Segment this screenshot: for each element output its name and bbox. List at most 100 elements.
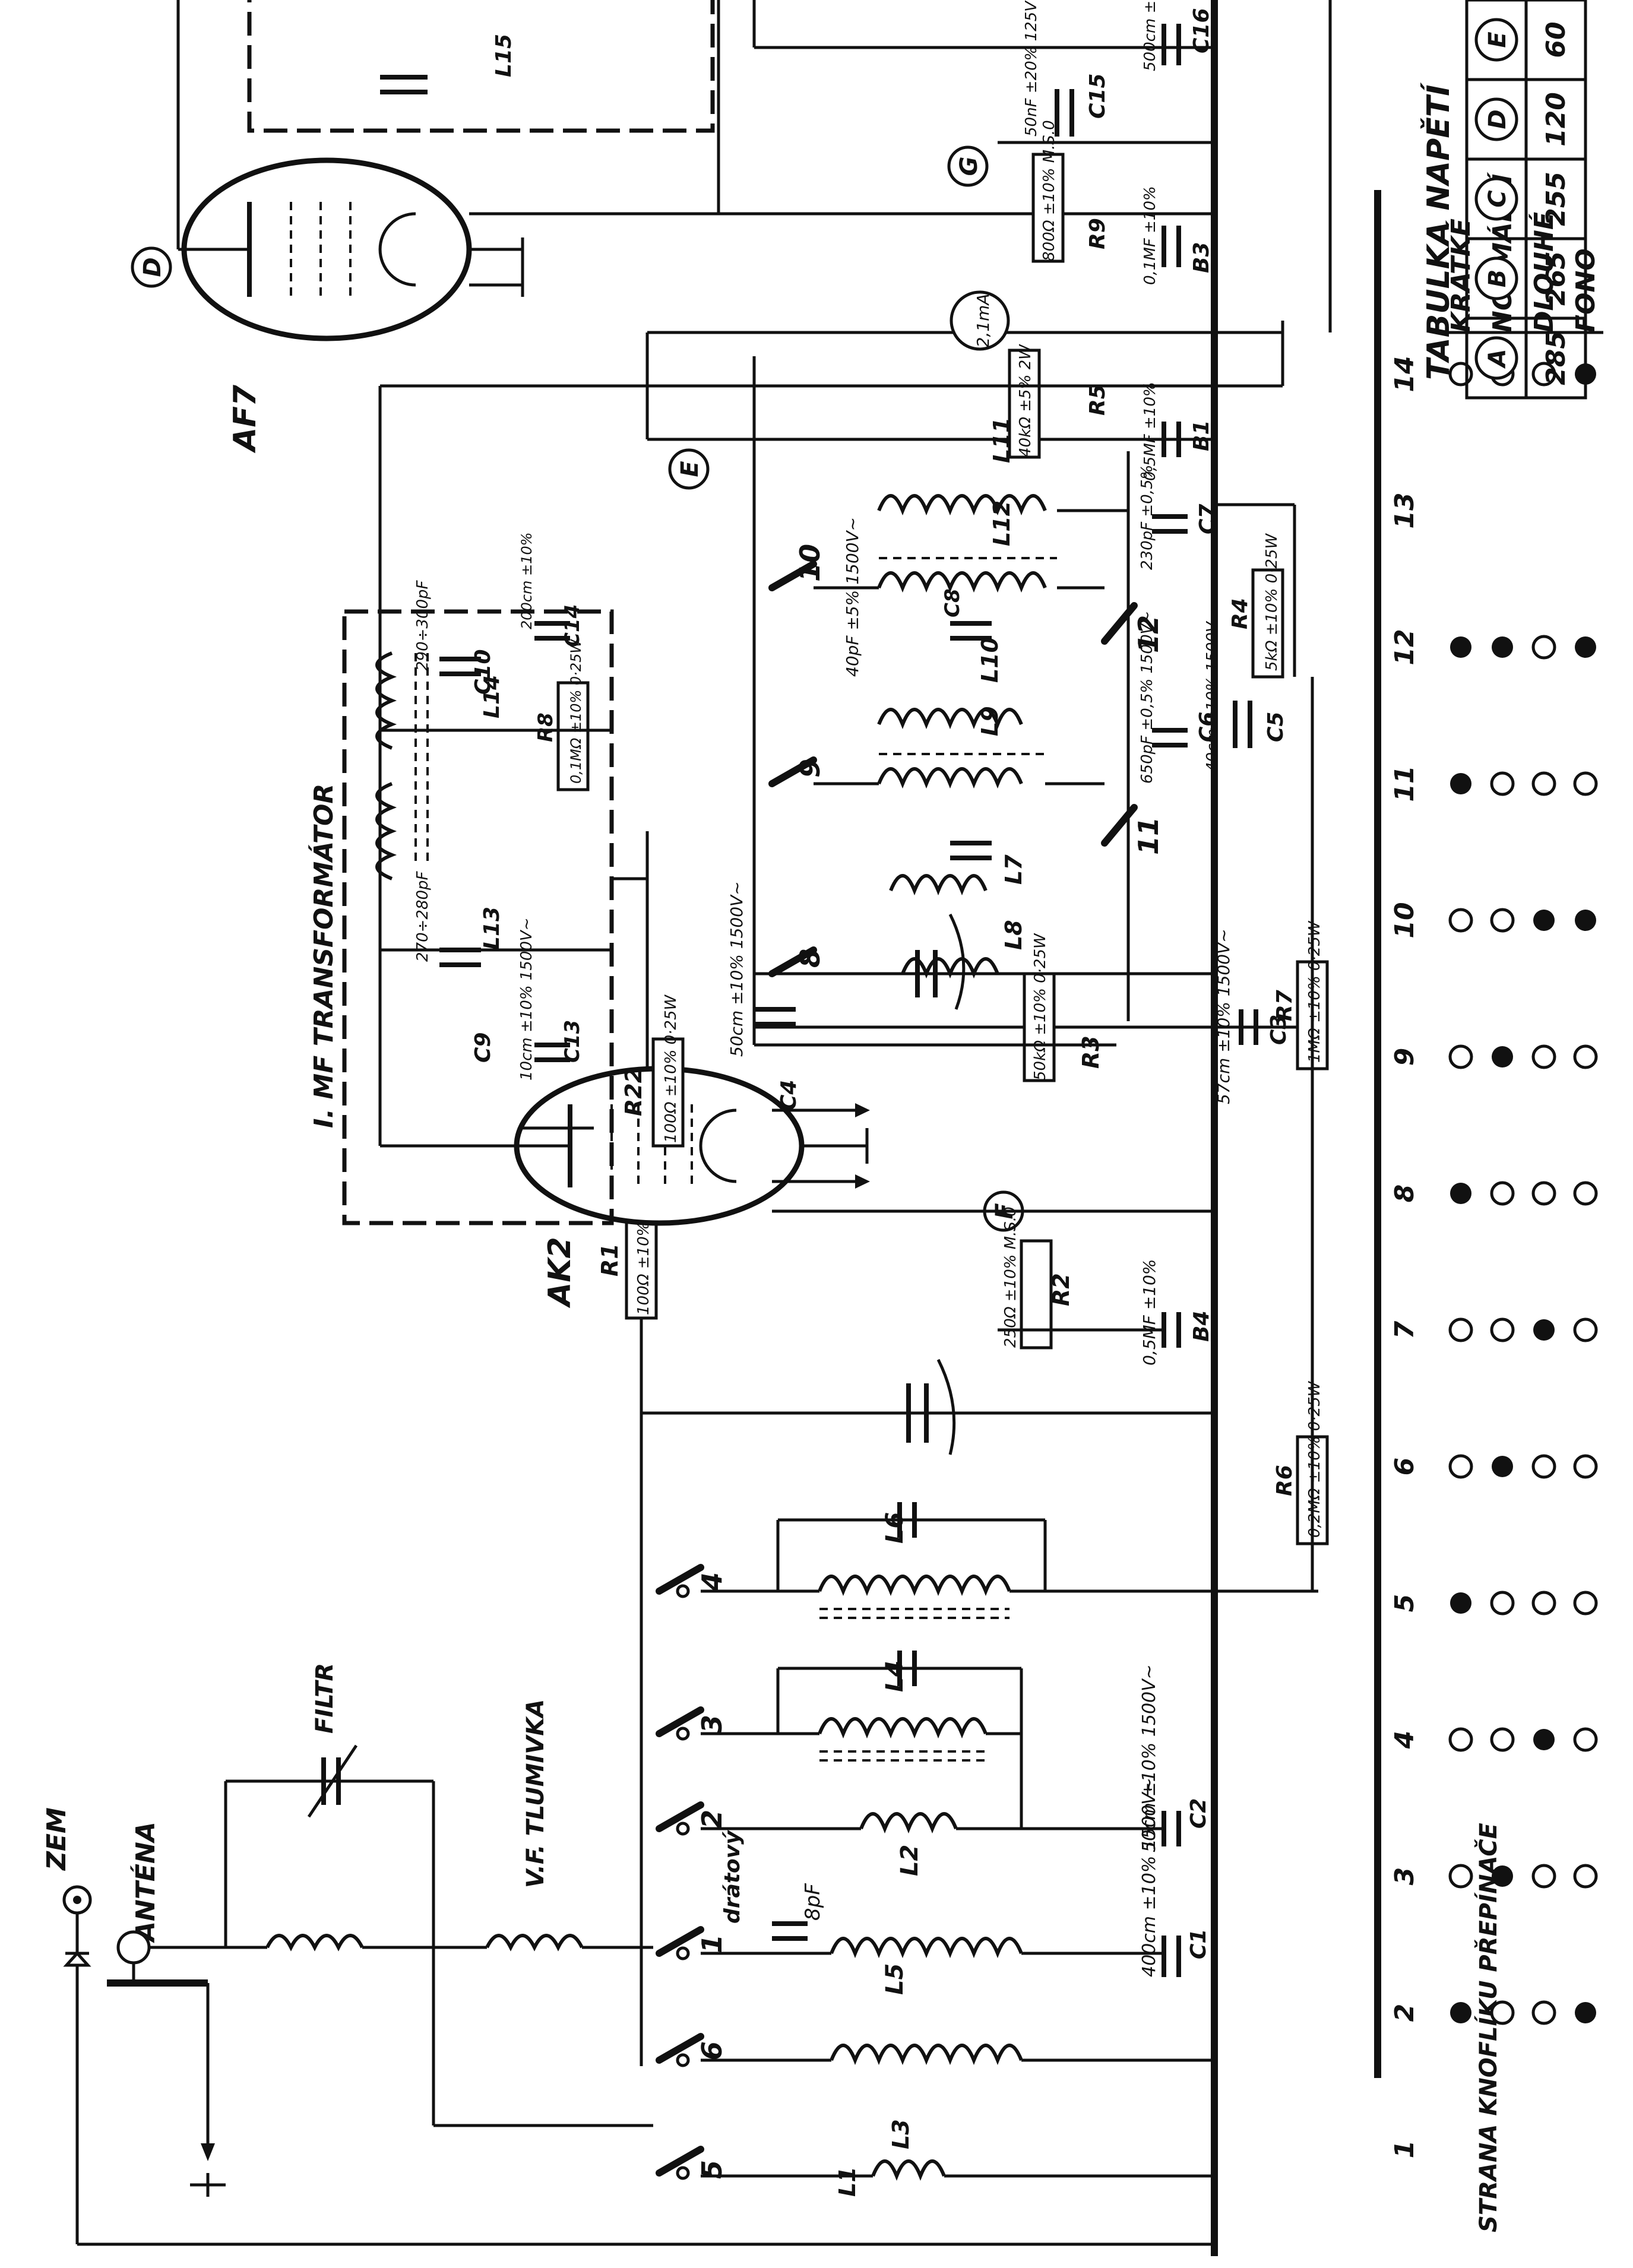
- switch-blade-2: [656, 1801, 704, 1832]
- svg-text:B4: B4: [1189, 1311, 1214, 1342]
- switch-state-dot: [1575, 2002, 1596, 2023]
- switch-blade-8: [768, 946, 817, 977]
- voltage-value-B: 265: [1541, 251, 1571, 306]
- voltage-value-A: 285: [1541, 331, 1571, 385]
- voltage-table-title: TABULKA NAPĚTÍ: [1420, 82, 1457, 380]
- vf-choke: V.F. TLUMIVKA: [433, 1699, 653, 1952]
- switch-state-dot: [1450, 1592, 1471, 1614]
- svg-text:C5: C5: [1264, 712, 1288, 742]
- switch-state-dot: [1531, 1181, 1556, 1206]
- switch-state-dot: [1448, 1864, 1473, 1889]
- coil-L8: [901, 957, 999, 979]
- svg-text:0,2MΩ ±10% 0·25W: 0,2MΩ ±10% 0·25W: [1306, 1380, 1324, 1538]
- switch-state-dot: [1531, 635, 1556, 660]
- svg-text:L1: L1: [834, 2166, 860, 2197]
- svg-text:500cm ±10% 1500V~: 500cm ±10% 1500V~: [1141, 0, 1159, 71]
- switch-table-col-8: 8: [1390, 1184, 1420, 1203]
- mf-transformator-label: I. MF TRANSFORMÁTOR: [308, 784, 339, 1128]
- switch-state-dot: [1448, 1317, 1473, 1342]
- caps-c1-c2: C1 400cm ±10% 1500V~ C2 50cm ±10% 1500V~: [1021, 1664, 1211, 1977]
- switch-label-9: 9: [794, 759, 826, 778]
- voltage-key-C: C: [1484, 190, 1511, 207]
- svg-text:0,5MF ±10%: 0,5MF ±10%: [1141, 382, 1159, 481]
- svg-text:R7: R7: [1273, 990, 1297, 1021]
- coil-L4: [818, 1717, 988, 1739]
- switch-blade-5: [656, 2146, 704, 2177]
- marker-G: [947, 145, 989, 187]
- svg-text:C3: C3: [1267, 1015, 1291, 1045]
- voltage-key-B: B: [1484, 270, 1511, 288]
- if-transformer: I. MF TRANSFORMÁTOR L13 L14 C9 270÷280pF…: [308, 533, 647, 1225]
- switch-state-dot: [1490, 2000, 1515, 2025]
- tuning-cap-1: [641, 1358, 1214, 1455]
- voltage-value-E: 60: [1541, 21, 1571, 58]
- marker-E: [668, 448, 710, 490]
- osc-grid-circuit: R22 100Ω ±10% 0·25W C4 50cm ±10% 1500V~: [621, 356, 1214, 1148]
- switch-state-dot: [1573, 1864, 1598, 1889]
- switch-state-dot: [1573, 1317, 1598, 1342]
- svg-text:C6: C6: [1195, 712, 1220, 742]
- svg-text:40kΩ ±5% 2W: 40kΩ ±5% 2W: [1017, 344, 1034, 457]
- svg-text:R22: R22: [621, 1068, 647, 1116]
- svg-text:200cm ±10%: 200cm ±10%: [518, 533, 535, 629]
- svg-text:650pF ±0,5% 1500V~: 650pF ±0,5% 1500V~: [1138, 611, 1156, 784]
- second-if-shield: [247, 0, 715, 133]
- coil-L6: [818, 1575, 1011, 1597]
- svg-text:C1: C1: [1186, 1929, 1211, 1959]
- oscillator-bank: 8 9 10 11 12 L8 L7 L9 L10 L12 L11 C8 40p…: [768, 417, 1214, 1021]
- svg-text:C15: C15: [1085, 73, 1110, 119]
- switch-state-dot: [1573, 1727, 1598, 1752]
- switch-table: STRANA KNOFLÍKU PŘEPÍNAČE 12345678910111…: [1374, 172, 1603, 2232]
- antenna-section: ZEM ANTÉNA: [42, 1807, 226, 2244]
- svg-text:0,5MF ±10%: 0,5MF ±10%: [1140, 1259, 1159, 1366]
- switch-state-dot: [1448, 1727, 1473, 1752]
- switch-blade-10: [768, 560, 817, 591]
- switch-table-col-14: 14: [1390, 356, 1420, 392]
- switch-blade-9: [768, 756, 817, 787]
- coil-L7: [889, 874, 988, 896]
- screen-circuit: R3 50kΩ ±10% 0·25W C3 57cm ±10% 1500V~: [754, 929, 1324, 1104]
- svg-text:L7: L7: [1001, 854, 1027, 885]
- svg-text:L15: L15: [492, 34, 516, 77]
- switch-state-dot: [1575, 636, 1596, 658]
- svg-text:2,1mA: 2,1mA: [973, 294, 993, 348]
- svg-text:G: G: [955, 157, 983, 176]
- filter-section: FILTR: [224, 1663, 653, 2127]
- coil-L5: [830, 1937, 1023, 1959]
- svg-text:L10: L10: [977, 637, 1003, 683]
- switch-state-dot: [1531, 2000, 1556, 2025]
- cathode-circuit: F R2 250Ω ±10% M.S.0 B4 0,5MF ±10%: [772, 1190, 1214, 1366]
- voltage-value-D: 120: [1541, 92, 1571, 147]
- switch-table-heading: STRANA KNOFLÍKU PŘEPÍNAČE: [1473, 1823, 1502, 2232]
- svg-text:L13: L13: [480, 907, 504, 950]
- switch-state-dot: [1448, 1044, 1473, 1069]
- svg-text:E: E: [676, 461, 704, 477]
- switch-state-dot: [1533, 910, 1555, 931]
- coil-L13: [375, 782, 397, 880]
- switch-state-dot: [1450, 636, 1471, 658]
- padder-circuit: C6 650pF ±0,5% 1500V~ C5 40cm ±10% 1500V…: [1138, 465, 1296, 784]
- svg-text:C2: C2: [1186, 1798, 1211, 1829]
- switch-table-col-5: 5: [1390, 1594, 1420, 1613]
- svg-text:C4: C4: [777, 1080, 801, 1110]
- switch-label-6: 6: [696, 2041, 728, 2060]
- switch-state-dot: [1573, 1044, 1598, 1069]
- supply-resistors: R5 40kΩ ±5% 2W B1 0,5MF ±10% R7 1MΩ ±10%…: [380, 344, 1329, 1591]
- switch-state-dot: [1448, 1454, 1473, 1479]
- af7-label: AF7: [227, 384, 263, 454]
- svg-text:L6: L6: [881, 1512, 909, 1544]
- switch-label-8: 8: [794, 949, 826, 968]
- svg-text:C9: C9: [471, 1032, 495, 1063]
- svg-text:C13: C13: [561, 1020, 584, 1063]
- svg-text:40cm ±10% 1500V~: 40cm ±10% 1500V~: [1204, 609, 1221, 772]
- switch-state-dot: [1531, 1454, 1556, 1479]
- milliammeter: [950, 290, 1010, 351]
- svg-text:50nF ±20% 125V: 50nF ±20% 125V: [1023, 0, 1040, 137]
- switch-blade-6: [656, 2033, 704, 2064]
- svg-text:R8: R8: [534, 712, 558, 742]
- filtr-label: FILTR: [311, 1663, 338, 1734]
- svg-text:R9: R9: [1085, 218, 1110, 249]
